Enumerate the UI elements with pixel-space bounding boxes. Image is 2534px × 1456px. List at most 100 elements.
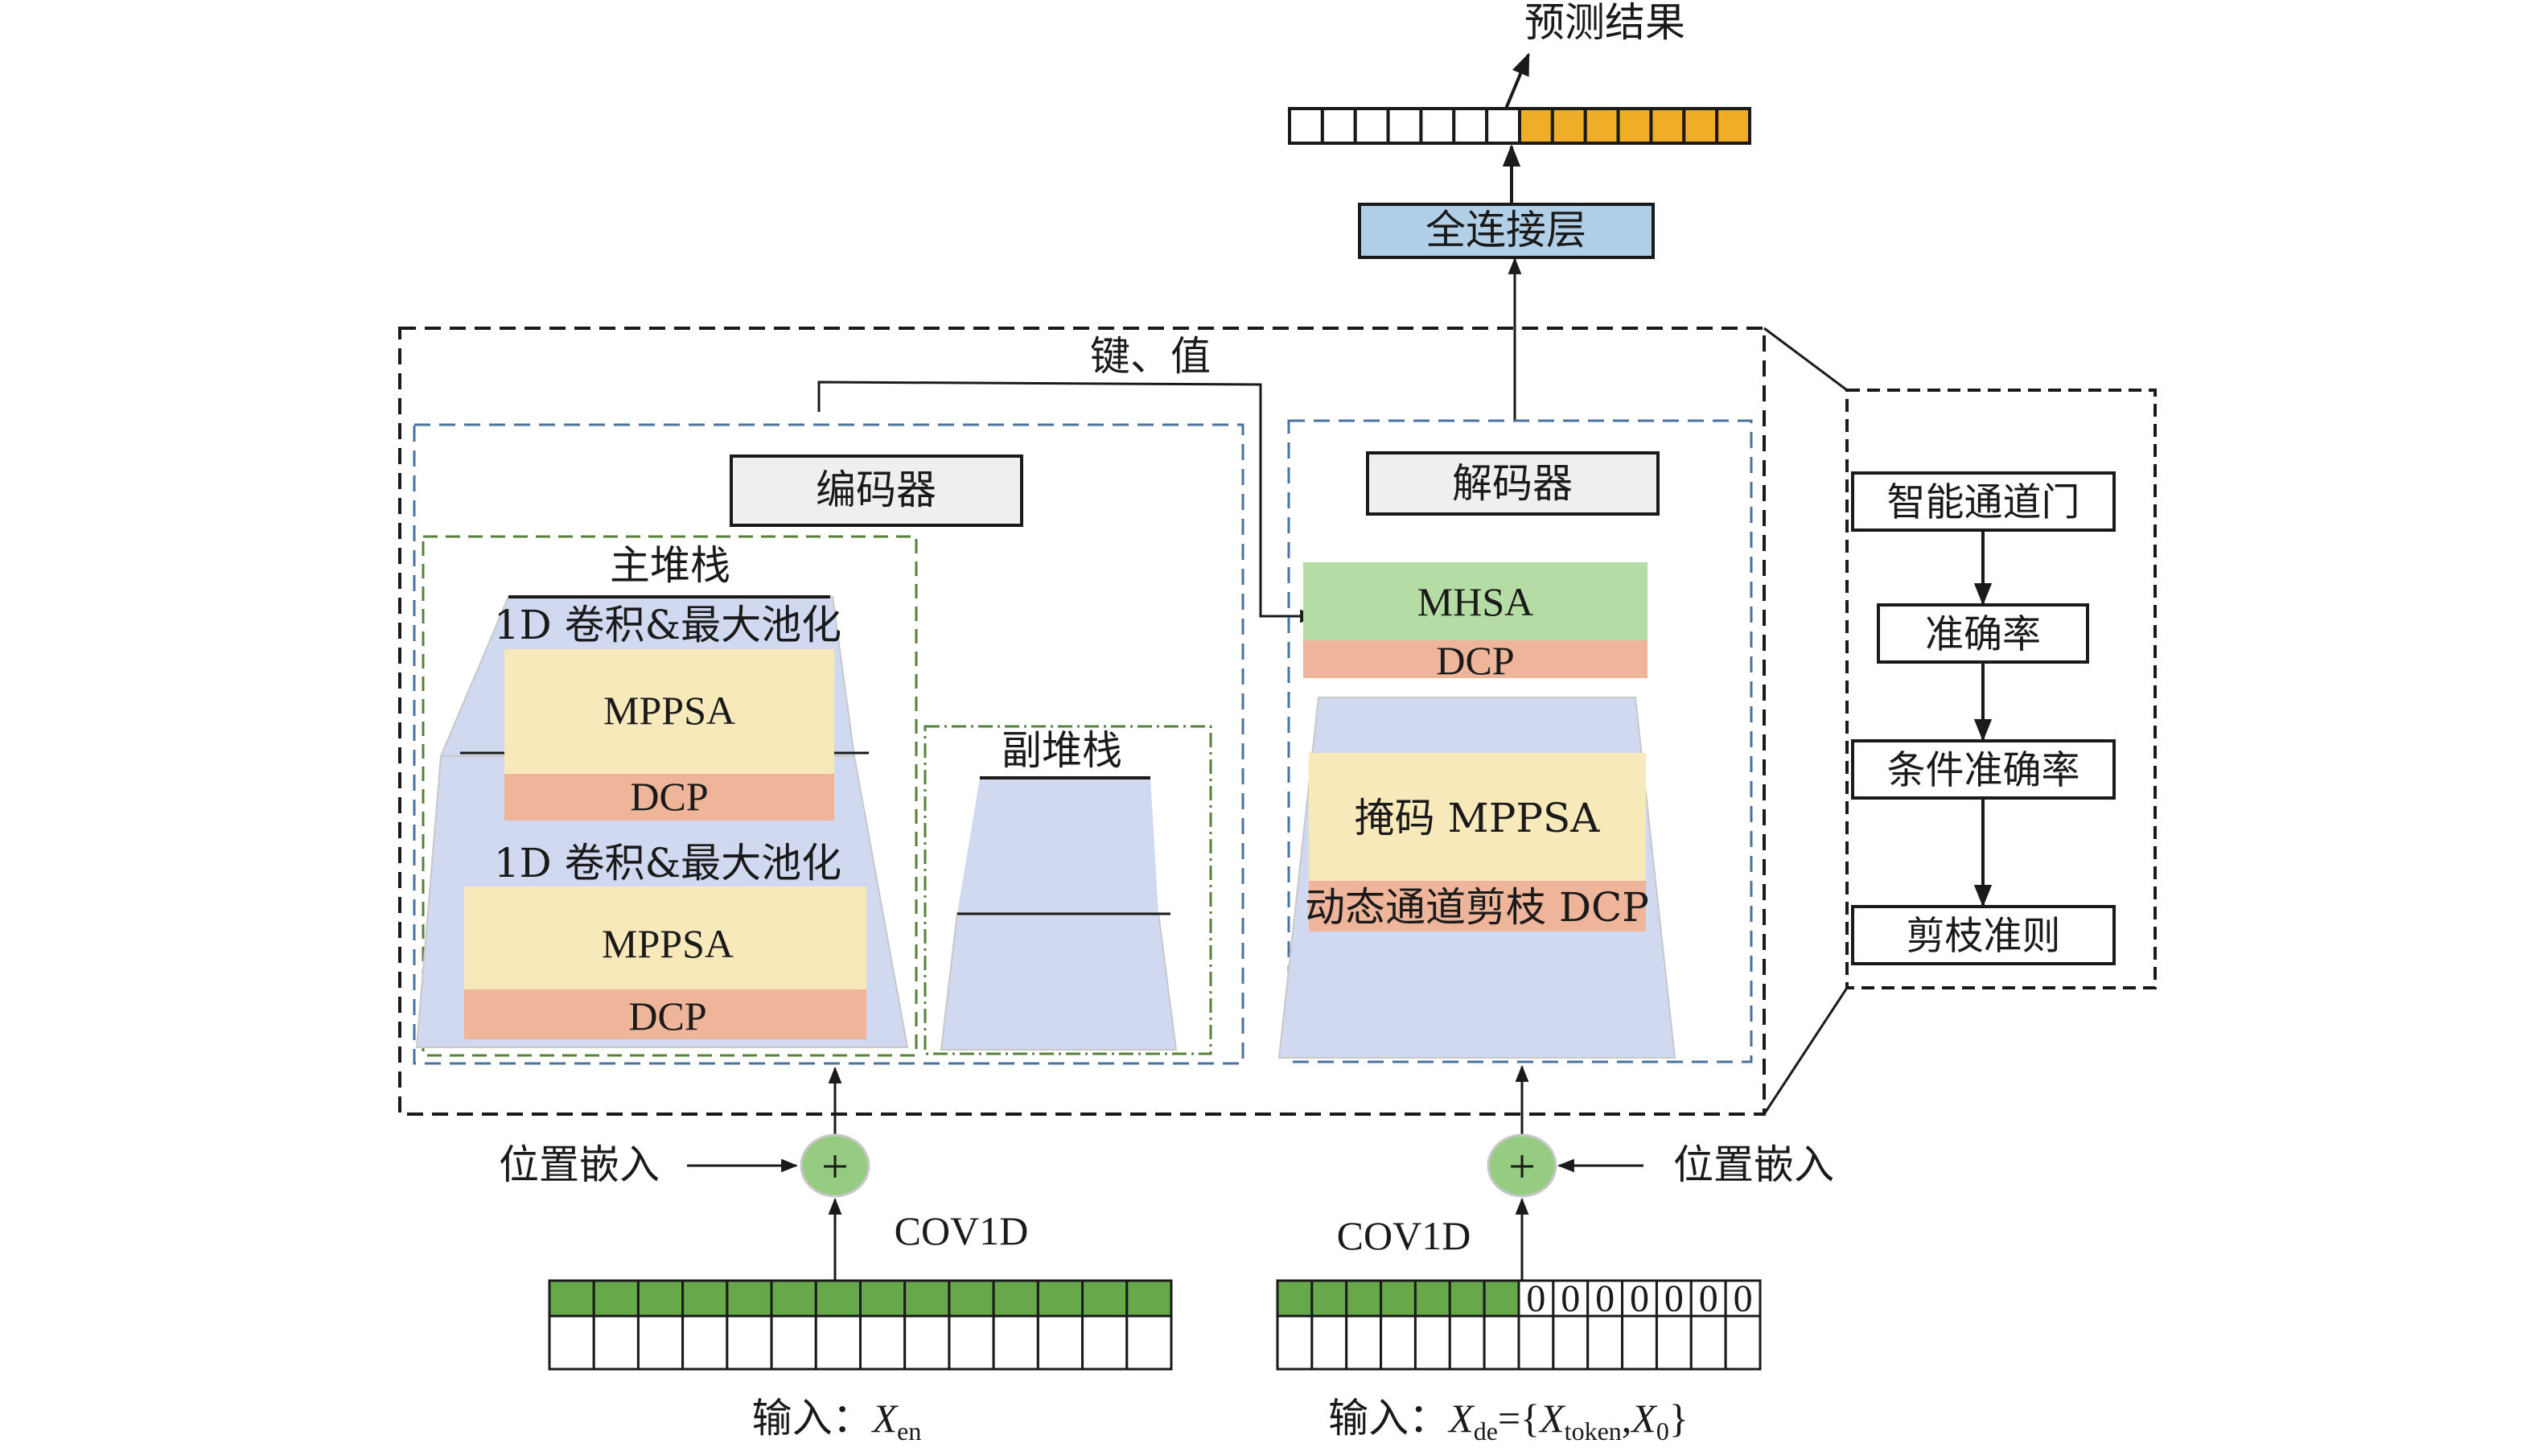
output-cell-predicted: [1649, 107, 1686, 145]
encoder-input-cell: [992, 1314, 1039, 1371]
decoder-input-cell: [1621, 1314, 1658, 1371]
decoder-input-cell: [1552, 1314, 1590, 1371]
dcp-label-2: DCP: [628, 993, 706, 1039]
decoder-zero-cell: [1655, 1279, 1693, 1318]
output-cell: [1419, 107, 1456, 145]
conv-pool-label-2: 1D 卷积&最大池化: [494, 840, 841, 886]
encoder-input-cell: [592, 1314, 640, 1371]
output-cell-predicted: [1682, 107, 1719, 145]
pruning-step-label: 准确率: [1925, 612, 2041, 657]
output-cell: [1485, 107, 1521, 145]
pruning-step-box: [1877, 603, 2089, 664]
encoder-embedding-cell: [859, 1279, 907, 1318]
masked-mppsa-block: [1309, 753, 1646, 881]
output-cell: [1452, 107, 1489, 145]
encoder-title-box: 编码器: [730, 454, 1023, 527]
decoder-input-cell: [1345, 1314, 1383, 1371]
decoder-box: [1287, 419, 1753, 1063]
pruning-step-label: 条件准确率: [1886, 748, 2079, 793]
zoom-line-bottom: [1763, 987, 1849, 1115]
encoder-embedding-cell: [726, 1279, 773, 1318]
encoder-input-cell: [1036, 1314, 1084, 1371]
decoder-token-cell: [1380, 1279, 1417, 1318]
output-cell: [1320, 107, 1357, 145]
mhsa-block: [1303, 562, 1648, 640]
decoder-zero-cell: [1724, 1279, 1762, 1318]
pruning-dcp-label: 动态通道剪枝 DCP: [1305, 884, 1649, 931]
encoder-position-embedding-label: 位置嵌入: [499, 1141, 660, 1188]
output-cell-predicted: [1518, 107, 1554, 145]
output-cell-predicted: [1550, 107, 1587, 145]
decoder-title-box: 解码器: [1366, 451, 1660, 516]
decoder-input-cell: [1483, 1314, 1520, 1371]
encoder-box: [413, 423, 1244, 1065]
conv-pool-label-1: 1D 卷积&最大池化: [494, 602, 841, 648]
decoder-input-cell: [1517, 1314, 1555, 1371]
encoder-embedding-cell: [1081, 1279, 1129, 1318]
decoder-input-cell: [1724, 1314, 1762, 1371]
output-sequence: [1288, 107, 1751, 145]
encoder-embedding-cell: [814, 1279, 862, 1318]
encoder-embedding-cell: [1125, 1279, 1173, 1318]
pruning-step-box: [1851, 471, 2116, 532]
sub-stack-lower-trapezoid: [940, 912, 1178, 1051]
encoder-title: 编码器: [816, 467, 936, 513]
output-cell: [1353, 107, 1390, 145]
output-label: 预测结果: [1524, 0, 1685, 46]
output-pointer-arrow: [1504, 52, 1530, 109]
encoder-input-cell: [548, 1314, 595, 1371]
encoder-embedding-cell: [1036, 1279, 1084, 1318]
pruning-panel-box: [1845, 389, 2157, 989]
main-stack-box: [422, 535, 918, 1057]
dcp-block-1: [504, 774, 834, 821]
encoder-input-cell: [770, 1314, 817, 1371]
encoder-input-label: 输入：Xen: [752, 1395, 922, 1446]
pruning-step-box: [1851, 905, 2116, 965]
zero-value: 0: [1561, 1277, 1580, 1320]
output-cell-predicted: [1583, 107, 1620, 145]
decoder-zero-cell: [1517, 1279, 1555, 1318]
zero-value: 0: [1664, 1277, 1684, 1320]
decoder-token-cell: [1276, 1279, 1314, 1318]
zero-value: 0: [1699, 1277, 1718, 1320]
encoder-input-cell: [948, 1314, 995, 1371]
mppsa-block-2: [464, 886, 866, 989]
pruning-step-box: [1851, 739, 2116, 800]
encoder-input-cell: [1081, 1314, 1129, 1371]
decoder-token-cell: [1310, 1279, 1348, 1318]
decoder-token-cell: [1483, 1279, 1520, 1318]
encoder-embedding-cell: [548, 1279, 595, 1318]
mppsa-block-1: [504, 649, 834, 774]
decoder-input-cell: [1655, 1314, 1693, 1371]
encoder-embedding-cell: [903, 1279, 951, 1318]
encoder-input-cell: [681, 1314, 729, 1371]
encoder-input-sequence: [548, 1279, 1173, 1371]
main-stack-title: 主堆栈: [610, 542, 730, 589]
pruning-dcp-block: [1309, 881, 1646, 932]
pruning-step-label: 剪枝准则: [1906, 914, 2060, 959]
encoder-input-cell: [814, 1314, 862, 1371]
key-value-arrow: [817, 380, 1318, 623]
decoder-input-cell: [1276, 1314, 1314, 1371]
dcp-block-2: [464, 989, 866, 1039]
decoder-input-label: 输入：Xde={Xtoken,X0}: [1328, 1395, 1689, 1446]
fc-layer-box: 全连接层: [1358, 203, 1655, 259]
encoder-conv-label: COV1D: [895, 1208, 1029, 1253]
plus-icon: +: [1508, 1140, 1536, 1193]
mhsa-label: MHSA: [1417, 579, 1533, 624]
model-outer-box: [398, 327, 1766, 1116]
encoder-embedding-cell: [681, 1279, 729, 1318]
encoder-input-cell: [726, 1314, 773, 1371]
encoder-embedding-cell: [592, 1279, 640, 1318]
output-cell: [1288, 107, 1324, 145]
decoder-token-cell: [1448, 1279, 1486, 1318]
zero-value: 0: [1630, 1277, 1649, 1320]
output-cell: [1386, 107, 1423, 145]
decoder-input-cell: [1689, 1314, 1727, 1371]
mhsa-dcp-block: [1303, 640, 1648, 678]
output-cell-predicted: [1616, 107, 1653, 145]
encoder-embedding-cell: [948, 1279, 995, 1318]
masked-mppsa-label: 掩码 MPPSA: [1355, 795, 1601, 841]
